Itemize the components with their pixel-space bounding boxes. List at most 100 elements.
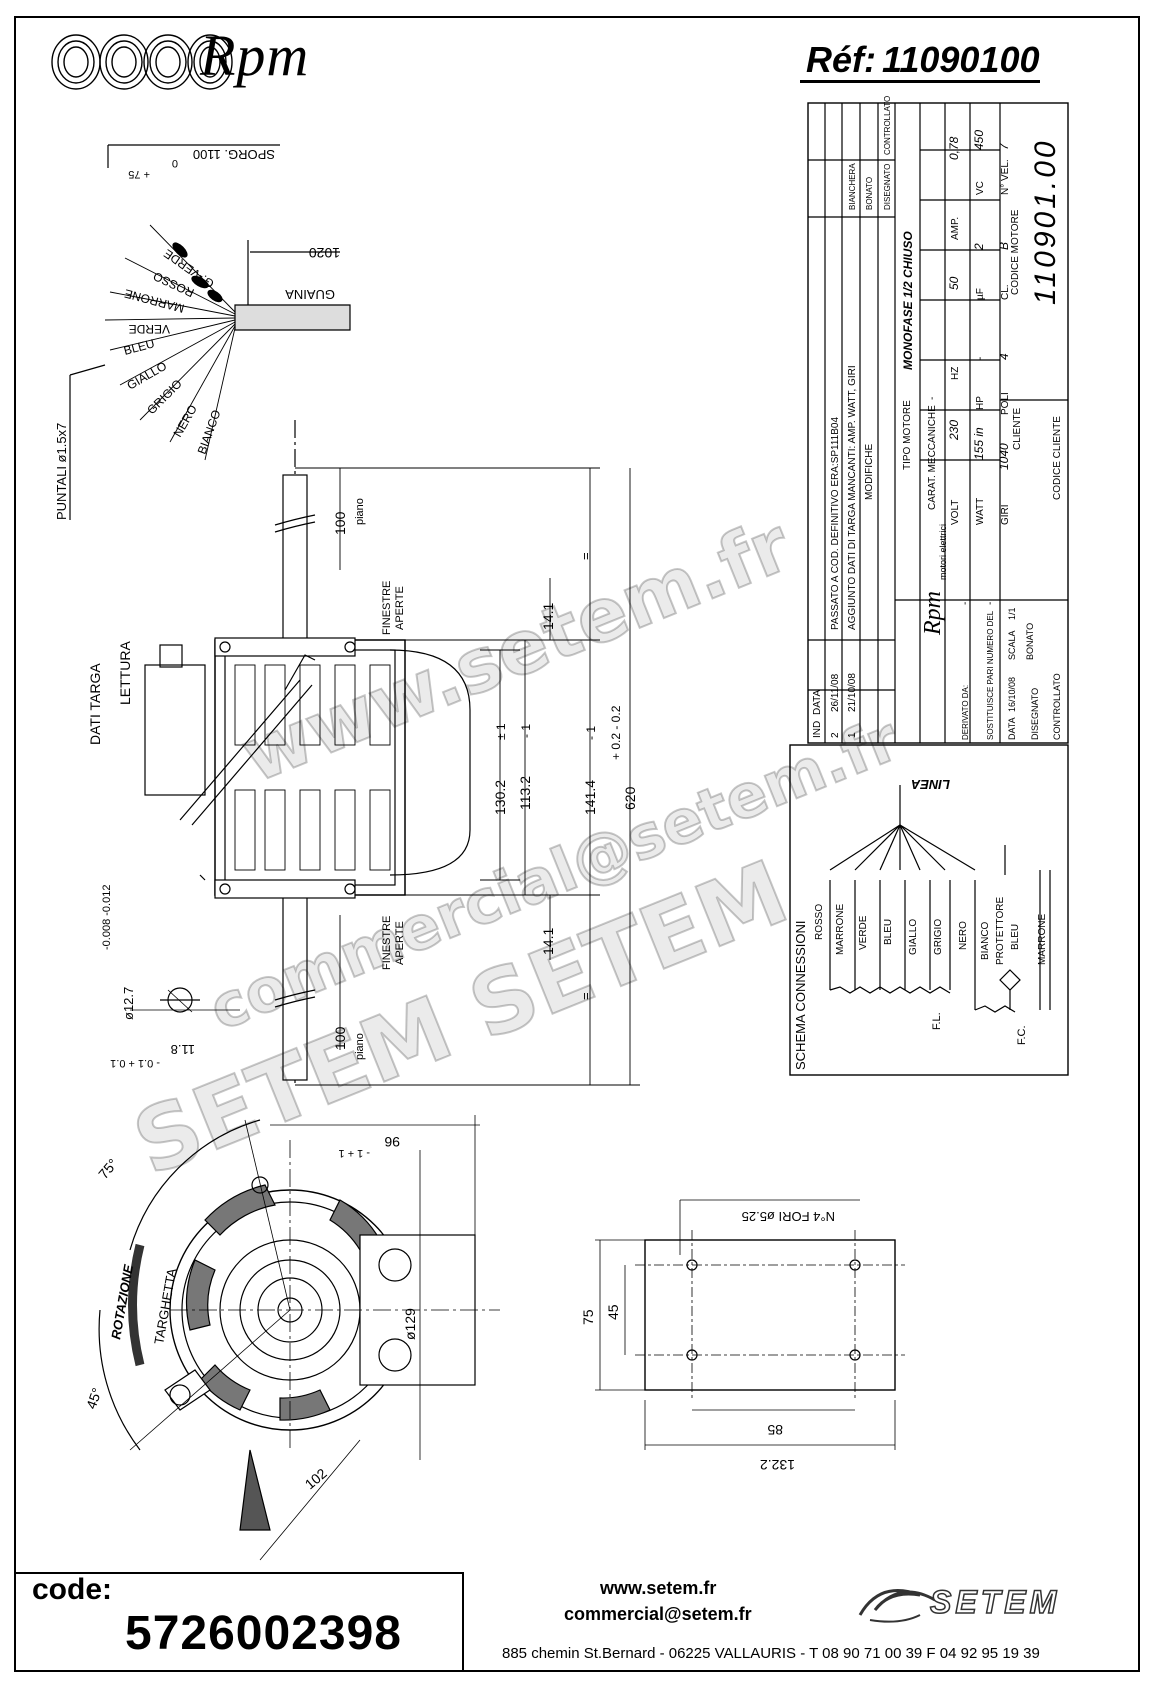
title-block-lines xyxy=(807,102,1069,744)
dim-620: 620 xyxy=(622,786,638,810)
sporg-tol-bot: + 75 xyxy=(128,168,150,180)
wire-label: BIANCO xyxy=(195,408,224,456)
angle-75: 75° xyxy=(95,1155,121,1182)
puntali-label: PUNTALI ø1.5x7 xyxy=(54,423,69,520)
targhetta-label: TARGHETTA xyxy=(151,1267,179,1346)
dim-113-2: 113.2 xyxy=(517,776,533,810)
disegnato-value: BONATO xyxy=(1025,623,1035,660)
hp-label: HP xyxy=(975,396,986,410)
poli-label: POLI xyxy=(1000,392,1011,415)
schema-wire: BLEU xyxy=(1010,924,1021,950)
aperte-label: APERTE xyxy=(394,921,406,965)
sporg-tol-top: 0 xyxy=(172,157,178,169)
rev-row-data: 26/11/08 xyxy=(830,673,841,712)
finestre-label: FINESTRE xyxy=(381,916,393,970)
tol-620: + 0.2 - 0.2 xyxy=(609,705,623,760)
rev-controllato: CONTROLLATO xyxy=(883,96,892,155)
shaft-diameter: ø12.7 xyxy=(121,987,136,1020)
rev-bianchera: BIANCHERA xyxy=(848,163,857,210)
dim-45: 45 xyxy=(605,1304,621,1320)
rev-row-ind: 1 xyxy=(847,732,858,738)
title-block-rpm: Rpm xyxy=(920,591,946,636)
cable-fan xyxy=(69,144,351,520)
wire-label: GRIGIO xyxy=(144,377,185,418)
hz-label: HZ xyxy=(950,367,961,380)
scala-label: SCALA xyxy=(1007,630,1017,660)
tol-141: - 1 xyxy=(584,726,598,740)
shaft-tolerance: -0.008 -0.012 xyxy=(101,885,113,950)
dim-96-tol: - 1 + 1 xyxy=(339,1147,371,1159)
rev-row-mod: AGGIUNTO DATI DI TARGA MANCANTI: AMP. WA… xyxy=(847,365,858,630)
rev-header-ind: IND xyxy=(812,721,823,738)
schema-wire: BIANCO xyxy=(980,921,991,960)
shaft-detail xyxy=(130,987,240,1013)
piano-label: piano xyxy=(354,498,366,525)
schema-wire: MARRONE xyxy=(1037,914,1048,965)
nvel-value: 7 xyxy=(997,142,1011,150)
uf-label: µF xyxy=(975,288,986,300)
schema-wire: GIALLO xyxy=(908,919,919,955)
fori-label: N°4 FORI ø5.25 xyxy=(742,1209,835,1224)
amp-value: 0,78 xyxy=(947,136,961,160)
drawing-frame xyxy=(14,16,1140,1672)
codice-motore-label: CODICE MOTORE xyxy=(1010,209,1021,295)
setem-logo-text: SETEM xyxy=(929,1583,1061,1621)
cl-value: B xyxy=(997,242,1011,250)
schema-wire: VERDE xyxy=(858,915,869,950)
schema-wire: PROTETTORE xyxy=(995,897,1006,965)
schema-box xyxy=(789,744,1069,1076)
dim-75: 75 xyxy=(580,1309,596,1325)
sostituisce-label: SOSTITUISCE PARI NUMERO DEL xyxy=(986,610,995,740)
dim-85: 85 xyxy=(767,1422,783,1438)
dim-14-1: 14.1 xyxy=(540,603,556,630)
schema-wire: NERO xyxy=(958,921,969,950)
derivato-value: - xyxy=(960,602,971,605)
derivato-label: DERIVATO DA: xyxy=(961,685,970,740)
footer-email[interactable]: commercial@setem.fr xyxy=(564,1604,752,1624)
reference-label: Réf: xyxy=(806,39,876,80)
dim-129: ø129 xyxy=(402,1308,418,1340)
eq-sign: = xyxy=(578,552,593,560)
dim-100: 100 xyxy=(332,1026,348,1050)
amp-label: AMP. xyxy=(950,217,961,240)
footer-address: 885 chemin St.Bernard - 06225 VALLAURIS … xyxy=(502,1645,1040,1662)
guaina-label: GUAINA xyxy=(285,287,335,302)
rev-row-mod: PASSATO A COD. DEFINITIVO ERA:SP111B04 xyxy=(830,417,841,630)
rev-row-data: 21/10/08 xyxy=(847,673,858,712)
dim-102: 102 xyxy=(302,1465,330,1492)
disegnato-label: DISEGNATO xyxy=(1030,688,1040,740)
motori-elettrici: motori elettrici xyxy=(938,524,948,580)
dati-targa-label: DATI TARGA xyxy=(87,663,103,745)
rev-bonato: BONATO xyxy=(865,177,874,210)
schema-wire: MARRONE xyxy=(835,904,846,955)
schema-fl: F.L. xyxy=(931,1012,943,1030)
rev-header-mod: MODIFICHE xyxy=(864,444,875,500)
rev-disegnato: DISEGNATO xyxy=(883,164,892,210)
volt-label: VOLT xyxy=(950,500,961,525)
giri-label: GIRI xyxy=(1000,504,1011,525)
codice-cliente-label: CODICE CLIENTE xyxy=(1052,416,1063,500)
giri-value: 1040 xyxy=(997,443,1011,470)
watt-value: 155 in xyxy=(972,427,986,460)
dim-100: 100 xyxy=(332,511,348,535)
wire-label: NERO xyxy=(170,402,199,439)
schema-linea: LINEA xyxy=(911,777,950,792)
carat-value: - xyxy=(927,397,938,400)
dim-96: 96 xyxy=(384,1134,400,1150)
carat-label: CARAT. MECCANICHE xyxy=(927,405,938,510)
footer-website[interactable]: www.setem.fr xyxy=(600,1578,717,1598)
dim-11-8: 11.8 xyxy=(171,1042,195,1057)
tipo-motore-label: TIPO MOTORE xyxy=(902,400,913,470)
codice-motore-value: 110901.00 xyxy=(1029,138,1062,305)
watt-label: WATT xyxy=(975,498,986,525)
scala-value: 1/1 xyxy=(1007,607,1017,620)
volt-value: 230 xyxy=(947,420,961,441)
uf-value: 2 xyxy=(972,243,986,251)
schema-wire: BLEU xyxy=(883,919,894,945)
tipo-motore-value: MONOFASE 1/2 CHIUSO xyxy=(901,231,915,370)
side-dimensions xyxy=(295,467,640,1086)
lettura-label: LETTURA xyxy=(117,641,133,705)
dim-1020: 1020 xyxy=(309,245,340,261)
vc-value: 450 xyxy=(972,130,986,150)
